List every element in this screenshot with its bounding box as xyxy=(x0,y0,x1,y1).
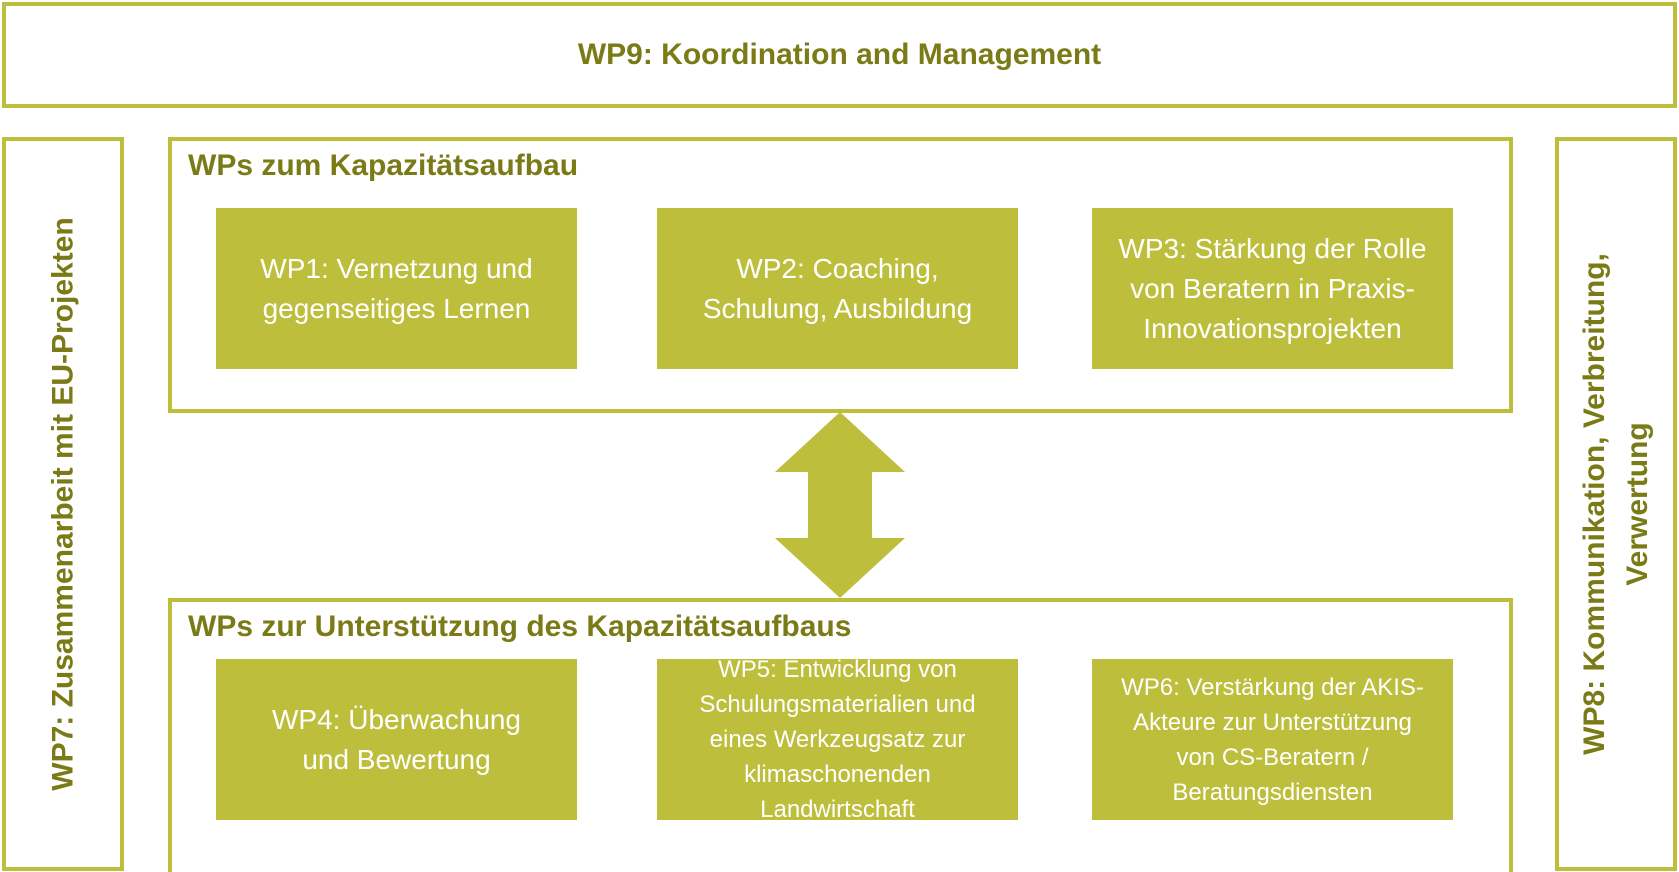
support-group-title: WPs zur Unterstützung des Kapazitätsaufb… xyxy=(188,610,852,643)
wp4-line: und Bewertung xyxy=(302,743,491,775)
wp5-line: Schulungsmaterialien und xyxy=(699,691,976,718)
wp2-box: WP2: Coaching, Schulung, Ausbildung xyxy=(657,208,1018,369)
wp6-box: WP6: Verstärkung der AKIS- Akteure zur U… xyxy=(1092,659,1453,820)
support-group-frame: WPs zur Unterstützung des Kapazitätsaufb… xyxy=(168,598,1513,872)
wp3-line: Innovationsprojekten xyxy=(1143,312,1402,344)
wp5-line: eines Werkzeugsatz zur xyxy=(709,726,966,753)
wp6-line: von CS-Beratern / xyxy=(1176,743,1369,771)
wp3-line: WP3: Stärkung der Rolle xyxy=(1118,232,1427,264)
wp3-line: von Beratern in Praxis- xyxy=(1130,272,1415,304)
wp3-box: WP3: Stärkung der Rolle von Beratern in … xyxy=(1092,208,1453,369)
wp6-line: Beratungsdiensten xyxy=(1172,778,1373,806)
wp8-label-line2: Verwertung xyxy=(1621,422,1654,586)
wp2-line: Schulung, Ausbildung xyxy=(702,292,973,324)
wp9-frame: WP9: Koordination and Management xyxy=(2,2,1677,108)
capacity-group-title: WPs zum Kapazitätsaufbau xyxy=(188,149,579,182)
wp5-line: klimaschonenden xyxy=(744,761,931,788)
wp7-label-wrap: WP7: Zusammenarbeit mit EU-Projekten xyxy=(42,217,85,790)
double-vertical-arrow-icon xyxy=(775,412,905,598)
wp4-box: WP4: Überwachung und Bewertung xyxy=(216,659,577,820)
wp6-line: WP6: Verstärkung der AKIS- xyxy=(1121,673,1424,701)
wp9-label: WP9: Koordination and Management xyxy=(577,38,1102,71)
wp7-label: WP7: Zusammenarbeit mit EU-Projekten xyxy=(46,217,80,791)
wp8-label-line1: WP8: Kommunikation, Verbreitung, xyxy=(1578,253,1611,755)
capacity-group-frame: WPs zum Kapazitätsaufbau WP1: Vernetzung… xyxy=(168,137,1513,413)
wp8-frame: WP8: Kommunikation, Verbreitung, Verwert… xyxy=(1555,137,1677,871)
wp1-line: WP1: Vernetzung und xyxy=(260,252,533,284)
wp6-line: Akteure zur Unterstützung xyxy=(1133,708,1412,736)
wp5-box: WP5: Entwicklung von Schulungsmaterialie… xyxy=(657,656,1018,823)
wp7-frame: WP7: Zusammenarbeit mit EU-Projekten xyxy=(2,137,124,871)
wp1-box: WP1: Vernetzung und gegenseitiges Lernen xyxy=(216,208,577,369)
wp2-line: WP2: Coaching, xyxy=(736,252,939,284)
wp5-line: WP5: Entwicklung von xyxy=(718,656,957,683)
wp1-line: gegenseitiges Lernen xyxy=(262,292,531,324)
wp4-line: WP4: Überwachung xyxy=(271,703,521,735)
wp8-label-wrap: WP8: Kommunikation, Verbreitung, Verwert… xyxy=(1573,253,1659,755)
wp5-line: Landwirtschaft xyxy=(760,796,915,823)
